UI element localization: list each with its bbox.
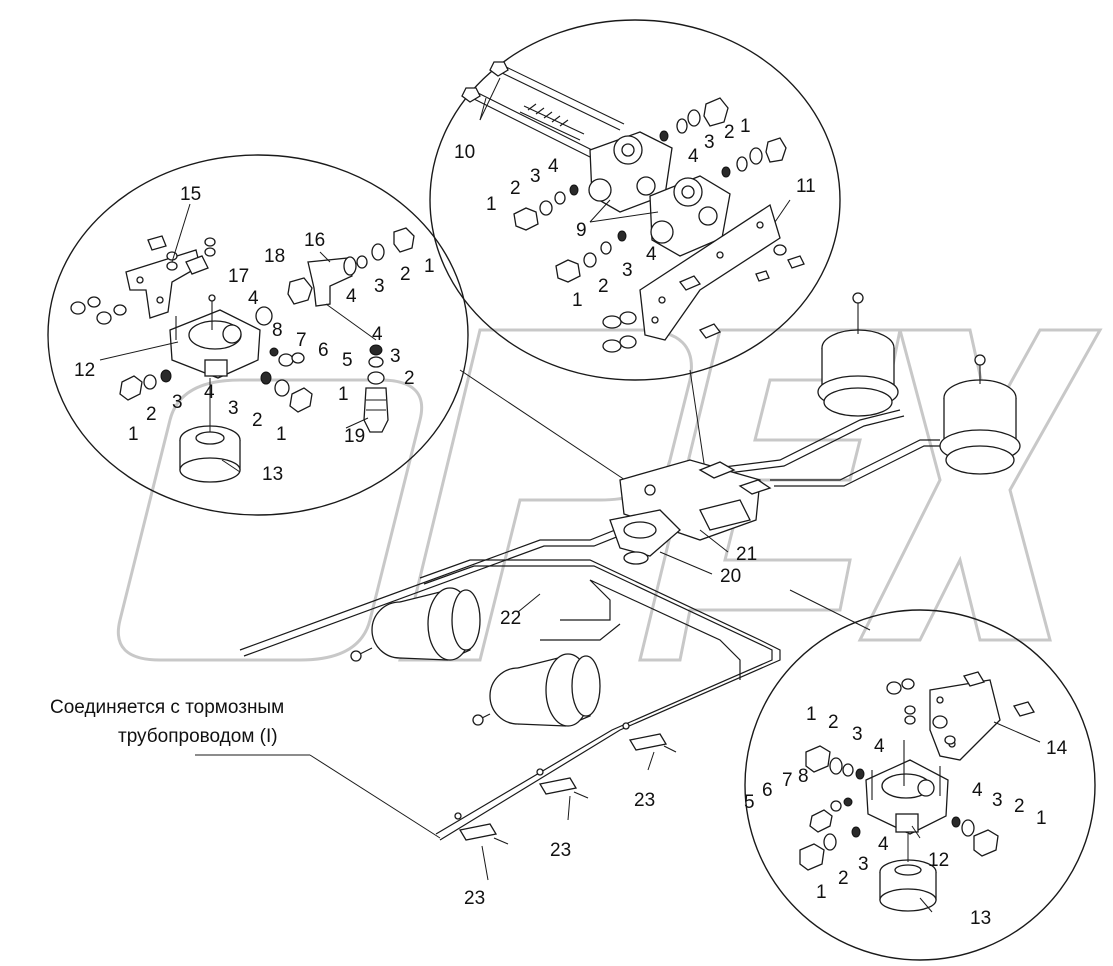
left-fittings [119, 347, 313, 413]
callout-15: 15 [180, 184, 201, 205]
callout-labels: 10 1 2 3 4 9 4 3 2 1 11 4 3 2 1 15 16 17… [74, 116, 1068, 929]
callout-1: 1 [816, 882, 827, 903]
callout-7: 7 [296, 330, 307, 351]
callout-14: 14 [1046, 738, 1068, 759]
callout-12: 12 [928, 850, 949, 871]
callout-4: 4 [372, 324, 383, 345]
mounting-bracket-top [602, 203, 805, 353]
callout-3: 3 [858, 854, 869, 875]
brake-chamber-upper-right-1 [817, 292, 899, 417]
callout-2: 2 [146, 404, 157, 425]
fittings-top-right [659, 97, 787, 178]
callout-7: 7 [782, 770, 793, 791]
pipe-clamps [454, 722, 677, 845]
callout-23: 23 [464, 888, 485, 909]
detail-circle-left [47, 154, 469, 516]
right-fittings [799, 745, 999, 871]
callout-3: 3 [992, 790, 1003, 811]
callout-3: 3 [530, 166, 541, 187]
connection-note-line-1: Соединяется с тормозным [50, 697, 284, 718]
connection-note-line-2: трубопроводом (I) [118, 726, 278, 747]
callout-12: 12 [74, 360, 95, 381]
central-valve-assembly [609, 459, 772, 565]
callout-1: 1 [572, 290, 583, 311]
callout-3: 3 [390, 346, 401, 367]
callout-3: 3 [704, 132, 715, 153]
callout-3: 3 [374, 276, 385, 297]
right-bracket-assembly [886, 671, 1035, 761]
brake-pipes [239, 409, 944, 841]
spring-brake-chamber-left [350, 587, 481, 662]
callout-8: 8 [272, 320, 283, 341]
callout-4: 4 [878, 834, 889, 855]
callout-1: 1 [338, 384, 349, 405]
callout-4: 4 [346, 286, 357, 307]
callout-2: 2 [510, 178, 521, 199]
callout-20: 20 [720, 566, 741, 587]
relay-valve-pair [588, 131, 731, 257]
left-valve-body [169, 294, 261, 379]
callout-6: 6 [762, 780, 773, 801]
callout-3: 3 [852, 724, 863, 745]
callout-13: 13 [262, 464, 283, 485]
callout-leaders [99, 77, 1041, 913]
callout-19: 19 [344, 426, 365, 447]
callout-23: 23 [634, 790, 655, 811]
callout-1: 1 [276, 424, 287, 445]
callout-5: 5 [744, 792, 755, 813]
callout-16: 16 [304, 230, 325, 251]
callout-3: 3 [172, 392, 183, 413]
callout-2: 2 [838, 868, 849, 889]
left-filter-cap [179, 378, 241, 483]
callout-1: 1 [806, 704, 817, 725]
callout-17: 17 [228, 266, 249, 287]
callout-2: 2 [1014, 796, 1025, 817]
fittings-top-left [513, 184, 627, 283]
callout-4: 4 [688, 146, 699, 167]
callout-4: 4 [972, 780, 983, 801]
detail-circle-top [429, 19, 841, 381]
callout-2: 2 [252, 410, 263, 431]
callout-4: 4 [204, 382, 215, 403]
detail-circle-bottom-right [744, 609, 1096, 961]
callout-2: 2 [724, 122, 735, 143]
callout-1: 1 [486, 194, 497, 215]
callout-3: 3 [622, 260, 633, 281]
callout-1: 1 [128, 424, 139, 445]
callout-22: 22 [500, 608, 521, 629]
callout-13: 13 [970, 908, 991, 929]
callout-5: 5 [342, 350, 353, 371]
callout-1: 1 [424, 256, 435, 277]
callout-18: 18 [264, 246, 285, 267]
right-valve-body [865, 740, 949, 835]
callout-23: 23 [550, 840, 571, 861]
callout-3: 3 [228, 398, 239, 419]
callout-21: 21 [736, 544, 757, 565]
callout-8: 8 [798, 766, 809, 787]
callout-1: 1 [740, 116, 751, 137]
callout-10: 10 [454, 142, 475, 163]
callout-4: 4 [548, 156, 559, 177]
callout-2: 2 [400, 264, 411, 285]
callout-2: 2 [598, 276, 609, 297]
callout-2: 2 [404, 368, 415, 389]
callout-1: 1 [1036, 808, 1047, 829]
valve-bolts [461, 61, 625, 163]
callout-4: 4 [646, 244, 657, 265]
callout-6: 6 [318, 340, 329, 361]
pipe-tee-fitting [255, 227, 415, 326]
callout-2: 2 [828, 712, 839, 733]
brake-chamber-upper-right-2 [939, 354, 1021, 475]
callout-11: 11 [796, 176, 816, 197]
left-bracket-assembly [70, 235, 216, 325]
callout-4: 4 [874, 736, 885, 757]
spring-brake-chamber-right [472, 653, 601, 727]
callout-4: 4 [248, 288, 259, 309]
callout-9: 9 [576, 220, 587, 241]
